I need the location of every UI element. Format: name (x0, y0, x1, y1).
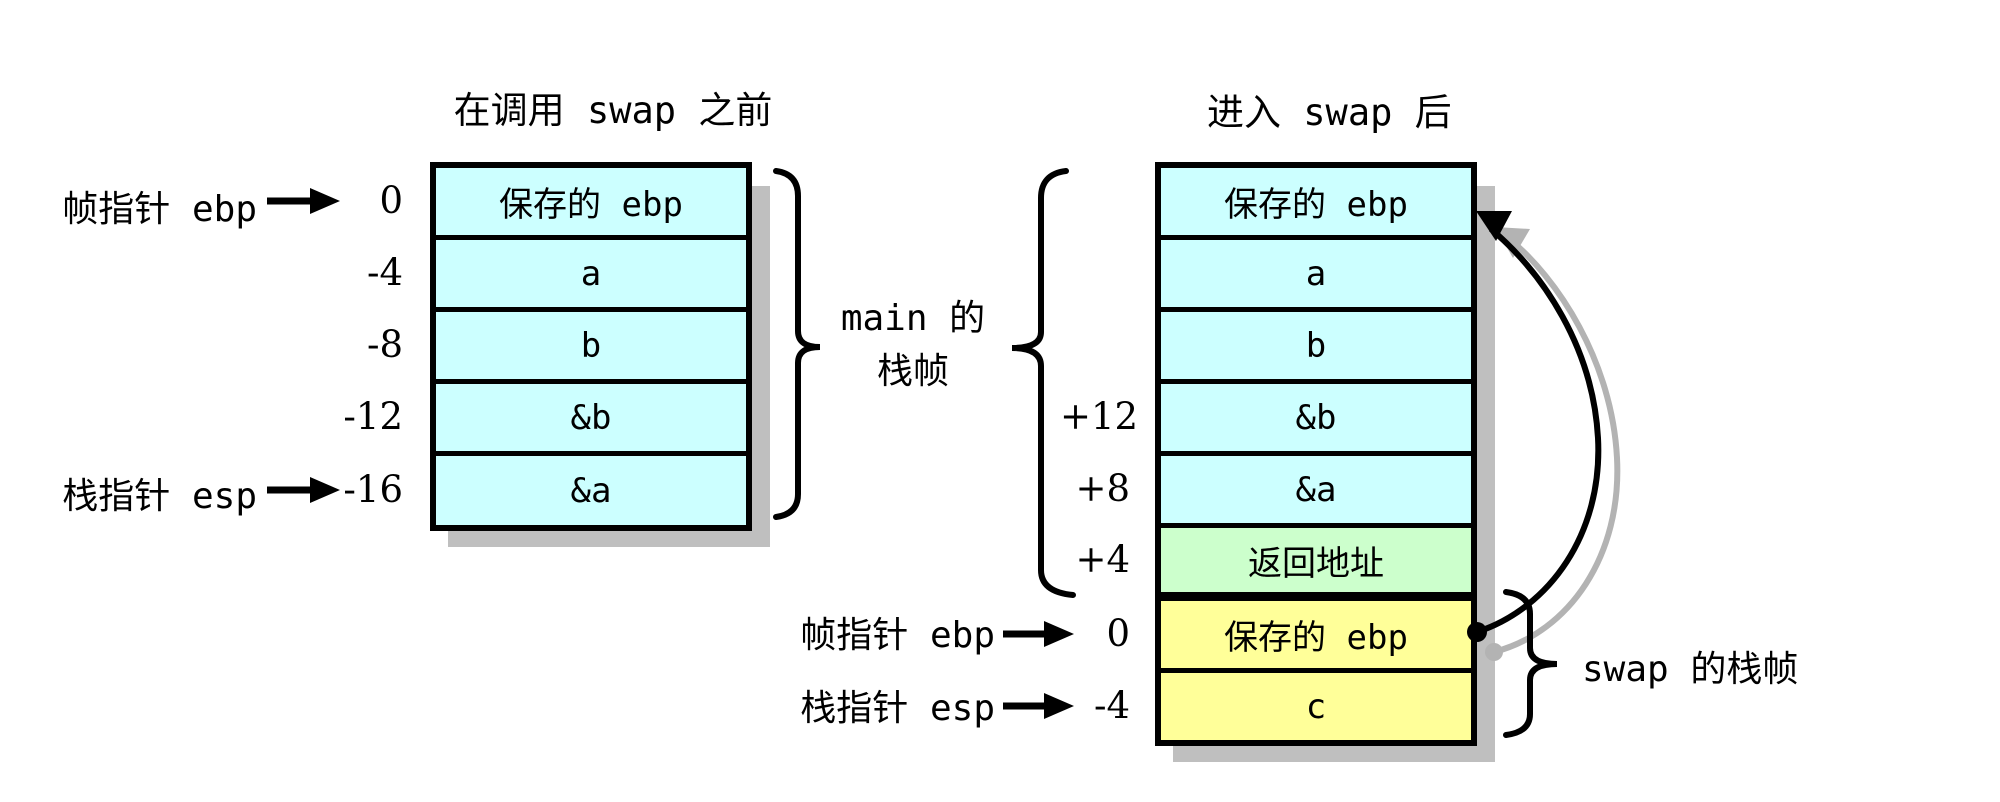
swap-frame-brace (1503, 589, 1558, 738)
stack-cell: &b (1161, 384, 1471, 451)
stack-cell: 返回地址 (1161, 528, 1471, 592)
stack-pointer-arrow-icon (267, 477, 340, 503)
curved-arrow-black-icon (1467, 211, 1602, 642)
stack-cell: &b (436, 384, 746, 451)
stack-cell: b (1161, 312, 1471, 379)
stack-cell: c (1161, 673, 1471, 740)
stack-cell: b (436, 312, 746, 379)
right-stack-pointer-label: 栈指针 esp (800, 688, 995, 729)
stack-cell: &a (436, 456, 746, 525)
stack-cell: a (1161, 240, 1471, 307)
offset-label: 0 (379, 179, 403, 222)
stack-cell: 保存的 ebp (1161, 601, 1471, 668)
left-diagram-title: 在调用 swap 之前 (453, 89, 773, 132)
offset-label: -8 (366, 323, 403, 366)
black-dot-icon (1467, 622, 1487, 642)
right-stack-table: 保存的 ebp a b &b &a 返回地址 保存的 ebp c (1155, 162, 1477, 746)
left-stack-pointer-label: 栈指针 esp (62, 476, 257, 517)
main-frame-brace-left-diagram (773, 168, 821, 520)
main-frame-label-line1: main 的 (840, 298, 986, 339)
stack-cell: 保存的 ebp (1161, 168, 1471, 235)
stack-pointer-arrow-icon (1003, 693, 1074, 719)
offset-label: -12 (343, 395, 403, 438)
frame-pointer-arrow-icon (1003, 621, 1074, 647)
right-diagram-title: 进入 swap 后 (1207, 91, 1452, 134)
offset-label: -4 (1093, 684, 1130, 727)
stack-cell: a (436, 240, 746, 307)
swap-frame-label: swap 的栈帧 (1582, 649, 1799, 690)
offset-label: -4 (366, 251, 403, 294)
stack-cell: 保存的 ebp (436, 168, 746, 235)
gray-dot-icon (1485, 643, 1503, 661)
main-frame-brace-right-diagram (1011, 168, 1076, 598)
offset-label: +8 (1075, 467, 1130, 510)
right-frame-pointer-label: 帧指针 ebp (800, 615, 995, 656)
offset-label: -16 (343, 468, 403, 511)
left-stack-table: 保存的 ebp a b &b &a (430, 162, 752, 531)
offset-label: 0 (1106, 612, 1130, 655)
main-frame-label-line2: 栈帧 (876, 351, 949, 392)
offset-label: +4 (1075, 538, 1130, 581)
offset-label: +12 (1060, 395, 1139, 438)
left-frame-pointer-label: 帧指针 ebp (62, 189, 257, 230)
frame-pointer-arrow-icon (267, 188, 340, 214)
curved-arrow-gray-icon (1485, 227, 1621, 661)
stack-cell: &a (1161, 456, 1471, 523)
